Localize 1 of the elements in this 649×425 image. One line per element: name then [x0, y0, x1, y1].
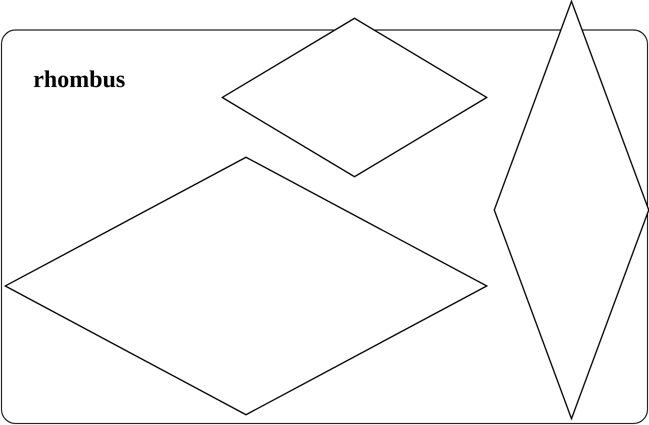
title: rhombus	[34, 70, 125, 88]
